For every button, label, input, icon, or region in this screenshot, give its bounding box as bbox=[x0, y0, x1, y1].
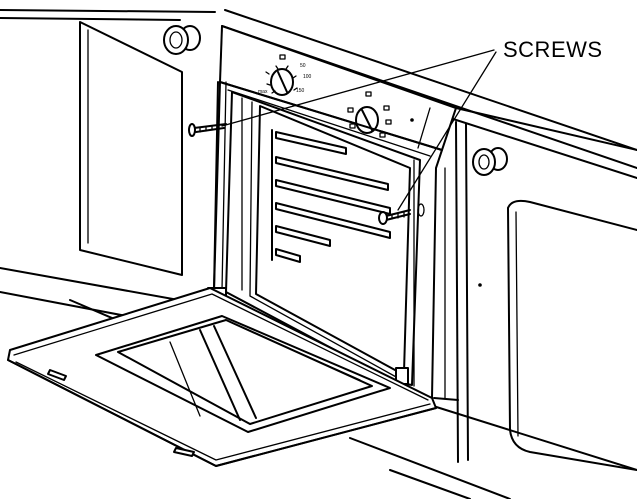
floor-lines bbox=[349, 397, 637, 499]
svg-text:max: max bbox=[258, 89, 268, 95]
temperature-dial-icon: 50 100 150 max bbox=[258, 54, 312, 96]
left-cabinet-door bbox=[0, 9, 216, 331]
shelf-runners bbox=[271, 129, 391, 263]
right-screw-icon bbox=[378, 209, 411, 225]
left-knob-icon bbox=[163, 25, 201, 55]
callout-leader-lines bbox=[221, 49, 497, 211]
function-dial-icon bbox=[347, 91, 392, 138]
right-knob-icon bbox=[472, 147, 508, 176]
svg-text:150: 150 bbox=[296, 88, 305, 94]
left-screw-icon bbox=[188, 123, 227, 137]
screws-callout-label: SCREWS bbox=[503, 37, 603, 62]
svg-text:100: 100 bbox=[303, 74, 312, 80]
open-oven-door bbox=[7, 287, 437, 467]
svg-text:50: 50 bbox=[300, 63, 306, 69]
